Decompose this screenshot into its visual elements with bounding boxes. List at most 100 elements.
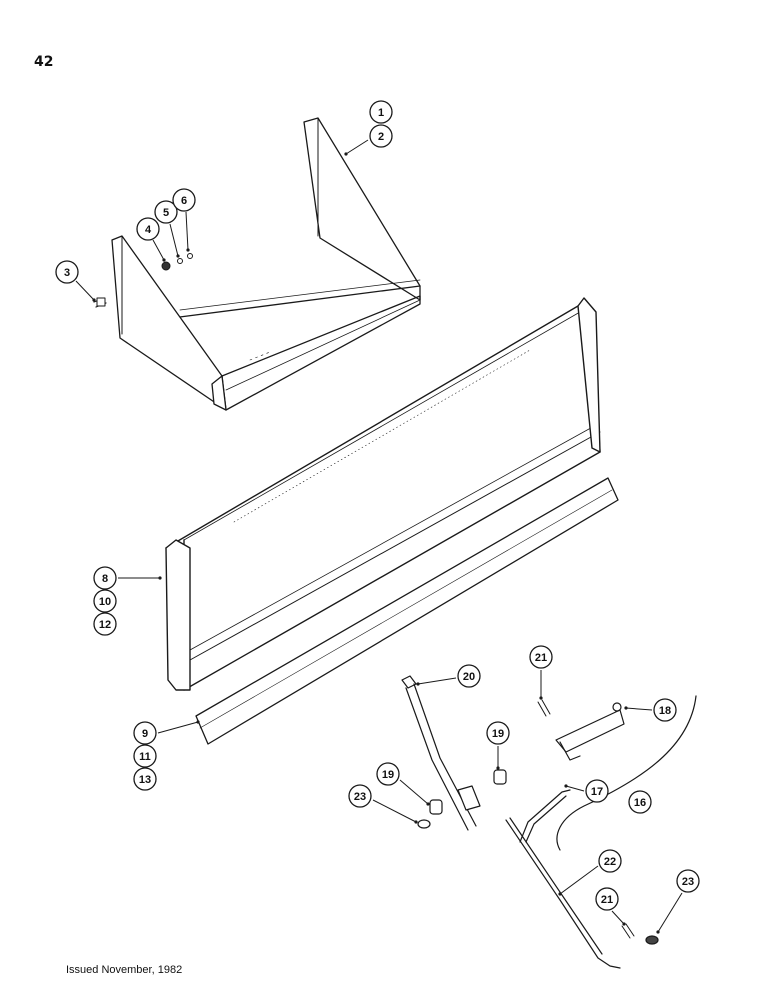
leader-arrowhead <box>344 152 348 156</box>
callout-circle <box>348 784 372 808</box>
callout-3: 3 <box>55 260 96 302</box>
callout-8: 8 <box>93 566 162 590</box>
callout-circle <box>133 721 157 745</box>
callout-circle <box>653 698 677 722</box>
callout-number: 23 <box>682 876 694 888</box>
leader-arrowhead <box>176 254 180 258</box>
callout-11: 11 <box>133 744 157 768</box>
leader-line <box>75 280 95 301</box>
callout-circle <box>369 100 393 124</box>
callout-22: 22 <box>558 849 622 896</box>
leader-line <box>611 910 625 925</box>
callout-number: 23 <box>354 791 366 803</box>
leader-arrowhead <box>656 930 660 934</box>
callout-number: 21 <box>601 894 613 906</box>
callout-circle <box>676 869 700 893</box>
callout-23: 23 <box>348 784 418 824</box>
lever-assembly <box>401 675 697 969</box>
callout-13: 13 <box>133 767 157 791</box>
callout-number: 22 <box>604 856 616 868</box>
callout-circle <box>133 767 157 791</box>
callout-9: 9 <box>133 720 200 745</box>
leader-arrowhead <box>564 784 568 788</box>
leader-arrowhead <box>162 258 166 262</box>
callout-number: 8 <box>102 573 108 585</box>
callout-circle <box>529 645 553 669</box>
callout-18: 18 <box>624 698 677 722</box>
cutting-edge-strip <box>195 477 619 745</box>
leader-arrowhead <box>186 248 190 252</box>
callout-number: 12 <box>99 619 111 631</box>
callout-number: 2 <box>378 131 384 143</box>
leader-arrowhead <box>496 766 500 770</box>
callout-circle <box>172 188 196 212</box>
callout-number: 5 <box>163 207 169 219</box>
callout-10: 10 <box>93 589 117 613</box>
callout-circle <box>93 612 117 636</box>
callout-number: 1 <box>378 107 384 119</box>
callout-number: 11 <box>139 751 151 763</box>
callout-5: 5 <box>154 200 180 258</box>
callout-circle <box>598 849 622 873</box>
callout-16: 16 <box>628 790 652 814</box>
callout-1: 1 <box>369 100 393 124</box>
leader-arrowhead <box>426 802 430 806</box>
callout-6: 6 <box>172 188 196 252</box>
leader-arrowhead <box>624 706 628 710</box>
callout-17: 17 <box>564 779 609 803</box>
callout-2: 2 <box>344 124 393 156</box>
callout-number: 19 <box>382 769 394 781</box>
callout-number: 18 <box>659 705 671 717</box>
callout-number: 21 <box>535 652 547 664</box>
callout-19: 19 <box>486 721 510 770</box>
callout-23: 23 <box>656 869 700 934</box>
callout-circle <box>154 200 178 224</box>
callout-20: 20 <box>416 664 481 688</box>
callout-21: 21 <box>595 887 626 926</box>
callout-circle <box>628 790 652 814</box>
callout-circle <box>595 887 619 911</box>
callout-circle <box>369 124 393 148</box>
leader-line <box>152 239 165 261</box>
leader-line <box>559 865 599 895</box>
callout-19: 19 <box>376 762 430 806</box>
leader-line <box>157 721 199 734</box>
leader-arrowhead <box>196 720 200 724</box>
leader-line <box>399 779 429 805</box>
callout-number: 4 <box>145 224 152 236</box>
callout-circle <box>136 217 160 241</box>
callout-circle <box>457 664 481 688</box>
leader-line <box>372 799 417 823</box>
callout-12: 12 <box>93 612 117 636</box>
callout-circle <box>376 762 400 786</box>
callout-circle <box>93 589 117 613</box>
leader-arrowhead <box>416 682 420 686</box>
leader-arrowhead <box>92 298 96 302</box>
callout-number: 19 <box>492 728 504 740</box>
callout-circle <box>585 779 609 803</box>
callout-circle <box>133 744 157 768</box>
leader-line <box>345 139 369 155</box>
leader-arrowhead <box>539 696 543 700</box>
callout-number: 3 <box>64 267 70 279</box>
callout-number: 17 <box>591 786 603 798</box>
leader-line <box>169 223 179 257</box>
leader-arrowhead <box>414 820 418 824</box>
leader-line <box>565 785 585 792</box>
leader-arrowhead <box>558 892 562 896</box>
callout-number: 16 <box>634 797 646 809</box>
leader-arrowhead <box>622 922 626 926</box>
page-number: 42 <box>34 54 54 70</box>
issue-date-note: Issued November, 1982 <box>66 964 183 976</box>
bracket-hardware <box>93 253 193 308</box>
leader-arrowhead <box>158 576 162 580</box>
callout-number: 10 <box>99 596 111 608</box>
callout-circle <box>93 566 117 590</box>
leader-line <box>417 677 457 685</box>
callout-21: 21 <box>529 645 553 700</box>
callout-circle <box>55 260 79 284</box>
blade-panel <box>165 297 601 691</box>
